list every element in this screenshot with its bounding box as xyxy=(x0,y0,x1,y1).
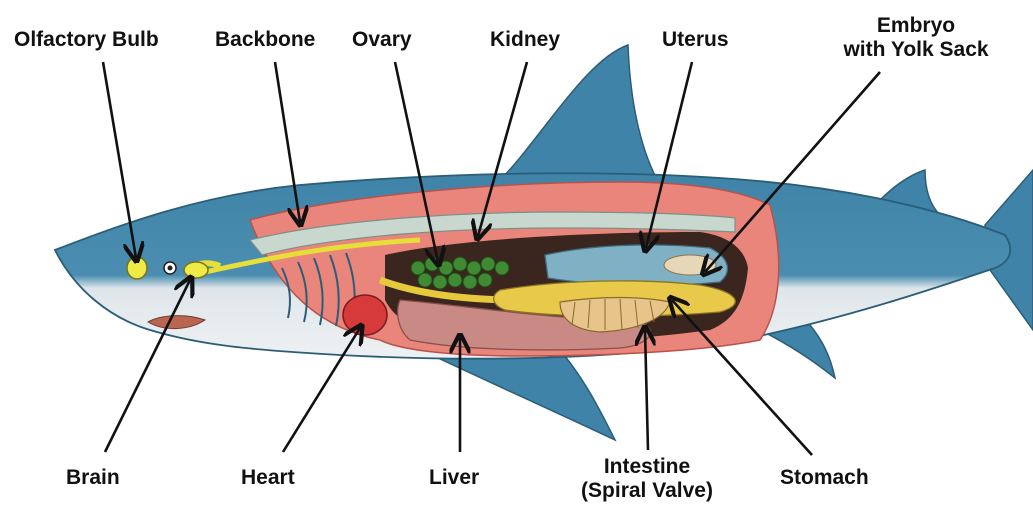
label-backbone: Backbone xyxy=(215,28,315,52)
dorsal-fin xyxy=(500,45,660,185)
label-uterus: Uterus xyxy=(662,28,729,52)
olfactory-bulb xyxy=(127,257,147,279)
label-brain: Brain xyxy=(66,466,120,490)
brain xyxy=(184,262,208,278)
label-intestine-spiral-valve: Intestine (Spiral Valve) xyxy=(562,455,732,503)
label-olfactory-bulb: Olfactory Bulb xyxy=(14,28,159,52)
label-kidney: Kidney xyxy=(490,28,560,52)
label-liver: Liver xyxy=(429,466,479,490)
label-stomach: Stomach xyxy=(780,466,869,490)
embryo xyxy=(664,255,716,275)
label-heart: Heart xyxy=(241,466,295,490)
heart xyxy=(343,295,387,335)
label-ovary: Ovary xyxy=(352,28,412,52)
label-embryo-with-yolk-sack: Embryo with Yolk Sack xyxy=(826,14,1006,62)
